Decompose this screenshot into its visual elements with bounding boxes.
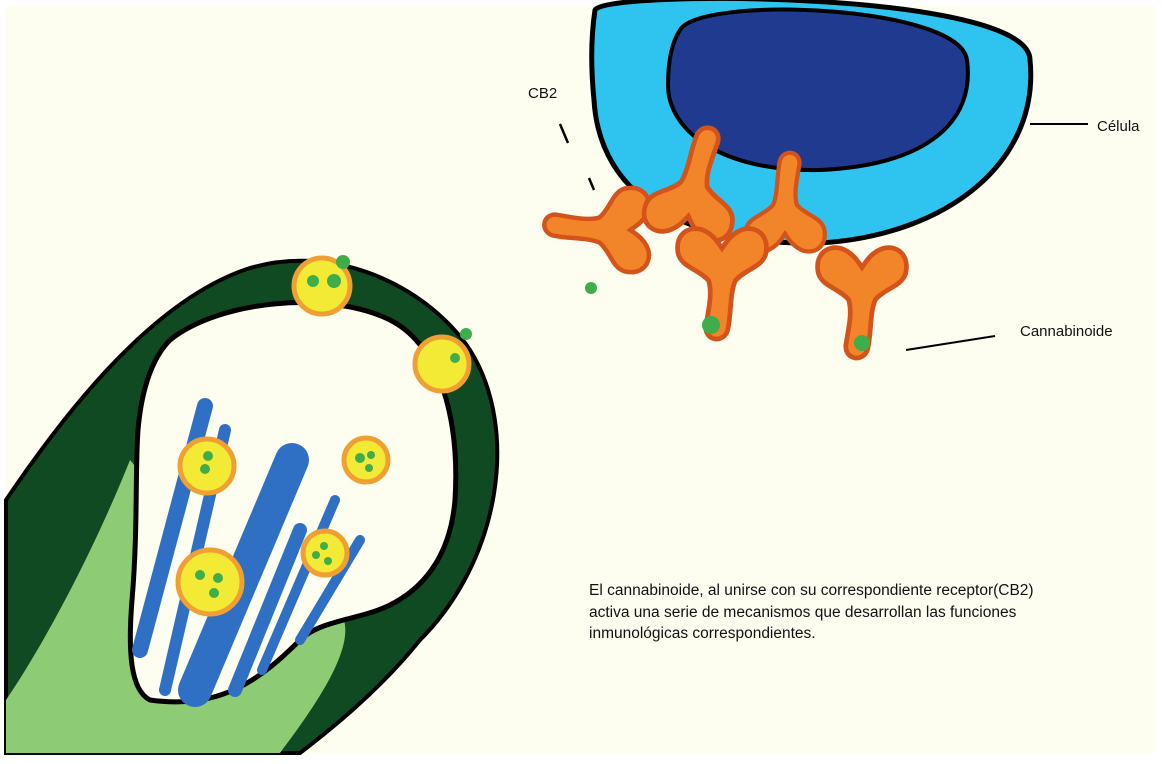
vesicle bbox=[294, 255, 350, 314]
caption: El cannabinoide, al unirse con su corres… bbox=[589, 580, 1149, 645]
vesicle bbox=[180, 439, 234, 493]
caption-line: activa una serie de mecanismos que desar… bbox=[589, 602, 1149, 624]
vesicle bbox=[178, 550, 242, 614]
cannabinoid-dot bbox=[702, 316, 720, 334]
label-celula: Célula bbox=[1097, 117, 1140, 137]
caption-line: El cannabinoide, al unirse con su corres… bbox=[589, 580, 1149, 602]
caption-line: inmunológicas correspondientes. bbox=[589, 623, 1149, 645]
vesicle bbox=[344, 438, 388, 482]
cannabinoid-dot bbox=[585, 282, 597, 294]
label-cb2: CB2 bbox=[528, 84, 557, 104]
label-cannabinoide: Cannabinoide bbox=[1020, 322, 1113, 342]
cannabinoid-dot bbox=[854, 335, 870, 351]
vesicle bbox=[303, 531, 347, 575]
